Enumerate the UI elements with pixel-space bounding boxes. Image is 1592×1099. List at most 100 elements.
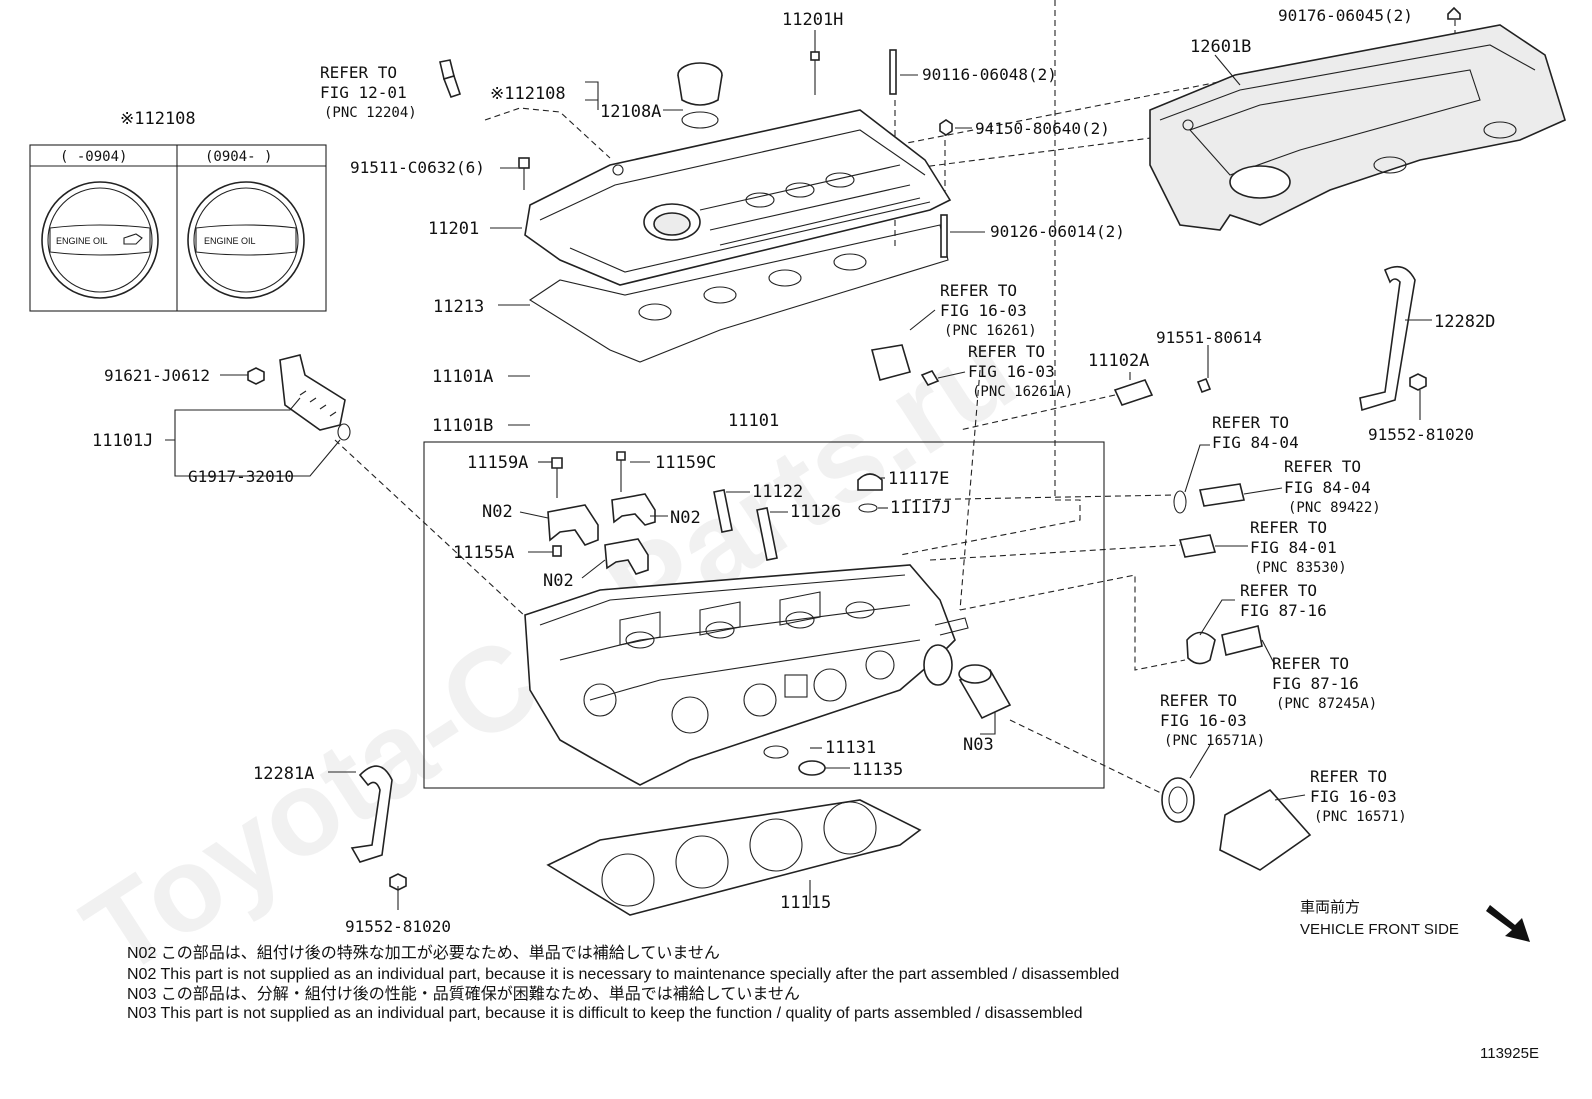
svg-text:FIG 87-16: FIG 87-16 [1240, 601, 1327, 620]
engine-hanger-12282D [1359, 265, 1427, 412]
svg-text:REFER TO: REFER TO [1212, 413, 1289, 432]
pcv-valve [439, 59, 462, 98]
label-11101A: 11101A [432, 367, 493, 387]
diagram-code: 113925E [1480, 1045, 1539, 1062]
valve-guides [713, 489, 778, 561]
svg-text:FIG 16-03: FIG 16-03 [940, 301, 1027, 320]
label-11101J: 11101J [92, 431, 153, 451]
svg-text:FIG 16-03: FIG 16-03 [1160, 711, 1247, 730]
svg-text:(PNC 83530): (PNC 83530) [1254, 560, 1347, 576]
ref-fig-16-03-a: REFER TO FIG 16-03 (PNC 16261) [940, 281, 1037, 339]
leader-lines [165, 30, 1432, 910]
svg-text:FIG 16-03: FIG 16-03 [968, 362, 1055, 381]
label-90116: 90116-06048(2) [922, 65, 1057, 84]
svg-text:(PNC 16571): (PNC 16571) [1314, 809, 1407, 825]
note-n02-en: N02 This part is not supplied as an indi… [127, 966, 1119, 983]
oil-cap-inset: ( -0904) (0904- ) ENGINE OIL ENGINE OIL [29, 144, 327, 312]
label-90176: 90176-06045(2) [1278, 6, 1413, 25]
ref-fig-12-01: REFER TO FIG 12-01 (PNC 12204) [320, 63, 417, 121]
label-12108A: 12108A [600, 102, 661, 122]
label-11155A: 11155A [453, 543, 514, 563]
label-91552-left: 91552-81020 [345, 917, 451, 936]
ref-fig-87-16-a: REFER TO FIG 87-16 [1240, 581, 1327, 620]
note-n02-jp: N02 この部品は、組付け後の特殊な加工が必要なため、単品では補給していません [127, 944, 720, 962]
ref-fig-16-03-b: REFER TO FIG 16-03 (PNC 16261A) [968, 342, 1073, 400]
head-gasket-11115 [546, 799, 922, 916]
label-11131: 11131 [825, 738, 876, 758]
svg-text:REFER TO: REFER TO [1310, 767, 1387, 786]
ref-fig-84-04-a: REFER TO FIG 84-04 [1212, 413, 1299, 452]
ref-fig-16-03-c: REFER TO FIG 16-03 (PNC 16571A) [1160, 691, 1265, 749]
ref-fig-84-04-b: REFER TO FIG 84-04 (PNC 89422) [1284, 457, 1381, 516]
note-n03-jp: N03 この部品は、分解・組付け後の性能・品質確保が困難なため、単品では補給して… [127, 985, 800, 1003]
svg-text:REFER TO: REFER TO [320, 63, 397, 82]
svg-text:REFER TO: REFER TO [968, 342, 1045, 361]
oil-control-valve-11101J [247, 354, 351, 441]
inset-col-left: ( -0904) [60, 149, 127, 165]
label-12281A: 12281A [253, 764, 314, 784]
part-labels: 11201H 90116-06048(2) 90176-06045(2) 126… [92, 6, 1495, 936]
svg-text:(PNC 89422): (PNC 89422) [1288, 500, 1381, 516]
svg-text:(PNC 16261A): (PNC 16261A) [972, 384, 1073, 400]
hose-16261 [871, 344, 940, 386]
svg-text:FIG 16-03: FIG 16-03 [1310, 787, 1397, 806]
cylinder-head-11101 [524, 564, 969, 786]
plugs-seals [763, 664, 1012, 776]
sensors-right [1113, 377, 1312, 871]
label-11201H: 11201H [782, 10, 843, 30]
note-n03-en: N03 This part is not supplied as an indi… [127, 1005, 1083, 1022]
label-94150: 94150-80640(2) [975, 119, 1110, 138]
svg-text:FIG 84-04: FIG 84-04 [1212, 433, 1299, 452]
label-11135: 11135 [852, 760, 903, 780]
svg-text:(PNC 16261): (PNC 16261) [944, 323, 1037, 339]
label-11159C: 11159C [655, 453, 716, 473]
inset-col-right: (0904- ) [205, 149, 272, 165]
cylinder-head-group-box [423, 441, 1105, 789]
oil-cap-text-right: ENGINE OIL [204, 236, 256, 246]
label-11101: 11101 [728, 411, 779, 431]
label-11115: 11115 [780, 893, 831, 913]
vehicle-front-en: VEHICLE FRONT SIDE [1300, 921, 1459, 938]
svg-text:REFER TO: REFER TO [1160, 691, 1237, 710]
svg-text:FIG 84-01: FIG 84-01 [1250, 538, 1337, 557]
svg-text:(PNC 16571A): (PNC 16571A) [1164, 733, 1265, 749]
label-11117J: 11117J [890, 498, 951, 518]
footnotes: N02 この部品は、組付け後の特殊な加工が必要なため、単品では補給していません … [127, 944, 1119, 1022]
label-G1917: G1917-32010 [188, 467, 294, 486]
valve-cover-11201 [524, 109, 952, 286]
label-91552-right: 91552-81020 [1368, 425, 1474, 444]
label-11126: 11126 [790, 502, 841, 522]
svg-text:REFER TO: REFER TO [1272, 654, 1349, 673]
label-90126: 90126-06014(2) [990, 222, 1125, 241]
label-11101B: 11101B [432, 416, 493, 436]
label-11159A: 11159A [467, 453, 528, 473]
svg-text:(PNC 87245A): (PNC 87245A) [1276, 696, 1377, 712]
label-91511: 91511-C0632(6) [350, 158, 485, 177]
valve-cover-gasket-11213 [528, 224, 949, 363]
label-12601B: 12601B [1190, 37, 1251, 57]
camshaft-bearing-caps [547, 493, 656, 575]
svg-text:FIG 84-04: FIG 84-04 [1284, 478, 1371, 497]
engine-cover-12601B [1149, 24, 1566, 231]
label-N03: N03 [963, 735, 994, 755]
label-12108-marked: ※112108 [490, 84, 566, 104]
svg-text:(PNC 12204): (PNC 12204) [324, 105, 417, 121]
svg-text:REFER TO: REFER TO [1284, 457, 1361, 476]
svg-text:FIG 12-01: FIG 12-01 [320, 83, 407, 102]
label-N02-c: N02 [543, 571, 574, 591]
label-91621: 91621-J0612 [104, 366, 210, 385]
label-91551: 91551-80614 [1156, 328, 1262, 347]
svg-text:FIG 87-16: FIG 87-16 [1272, 674, 1359, 693]
engine-hanger-12281A [350, 765, 407, 891]
svg-text:REFER TO: REFER TO [1240, 581, 1317, 600]
vehicle-front-jp: 車両前方 [1300, 899, 1360, 916]
inset-title: ※112108 [120, 109, 196, 129]
label-11201: 11201 [428, 219, 479, 239]
ref-fig-84-01: REFER TO FIG 84-01 (PNC 83530) [1250, 518, 1347, 576]
label-11122: 11122 [752, 482, 803, 502]
label-N02-b: N02 [670, 508, 701, 528]
oil-filler-cap-12108A [677, 62, 723, 129]
label-11213: 11213 [433, 297, 484, 317]
cam-cap-bolts [551, 451, 626, 557]
